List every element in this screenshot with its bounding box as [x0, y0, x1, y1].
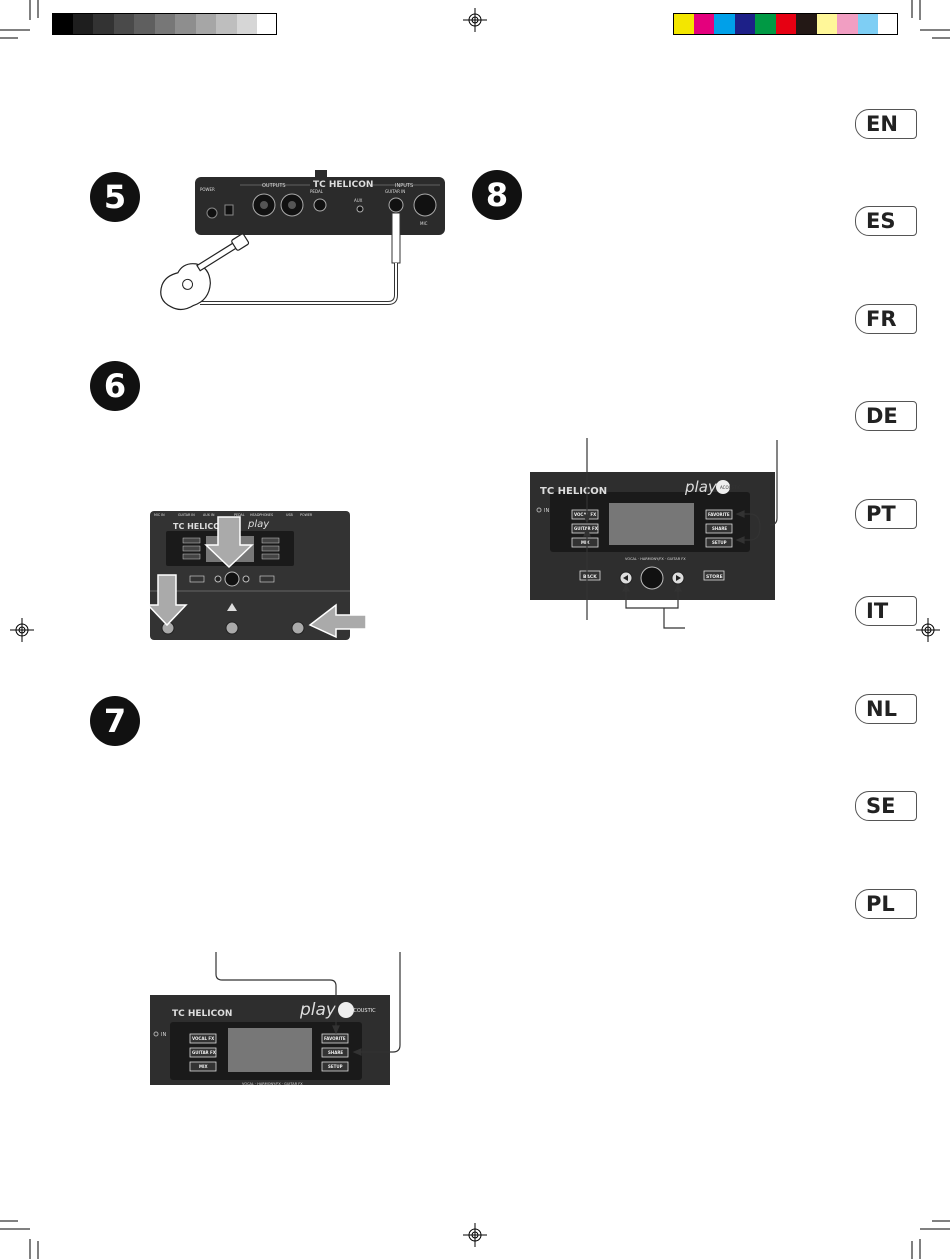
- color-swatch: [134, 13, 155, 35]
- language-label: ES: [866, 209, 896, 233]
- front-panel-illustration-step7: TC HELICON play ACOUSTIC IN VOCAL FX GUI…: [150, 952, 401, 1086]
- setup-button-label: SETUP: [328, 1064, 343, 1069]
- product-badge: ACOUSTIC: [720, 485, 741, 490]
- color-swatch: [673, 13, 694, 35]
- rear-inputs-label: INPUTS: [395, 183, 413, 189]
- color-swatch: [93, 13, 114, 35]
- guitar-fx-button-label: GUITAR FX: [192, 1050, 216, 1055]
- rear-panel-illustration: OUTPUTS INPUTS TC HELICON POWER PEDAL AU…: [160, 170, 445, 311]
- step-7-badge: 7: [90, 696, 140, 746]
- acoustic-guitar-icon: [160, 233, 250, 311]
- color-swatch: [693, 13, 714, 35]
- language-tab-pt[interactable]: PT: [855, 499, 917, 529]
- language-label: SE: [866, 794, 896, 818]
- knob-caption: VOCAL · HARMONY/FX · GUITAR FX: [625, 557, 686, 561]
- store-button-label: STORE: [706, 574, 723, 580]
- knob-caption: VOCAL · HARMONY/FX · GUITAR FX: [242, 1082, 303, 1086]
- language-label: PL: [866, 892, 895, 916]
- top-brand-logo: TC HELICON: [173, 522, 227, 531]
- product-badge: ACOUSTIC: [350, 1008, 376, 1014]
- color-swatch: [755, 13, 776, 35]
- back-button-label: BACK: [583, 574, 597, 580]
- registration-mark-bottom: [463, 1223, 487, 1247]
- language-tab-es[interactable]: ES: [855, 206, 917, 236]
- color-swatch: [837, 13, 858, 35]
- share-button-label: SHARE: [328, 1050, 343, 1055]
- top-jack-label: GUITAR IN: [178, 513, 195, 517]
- language-tab-nl[interactable]: NL: [855, 694, 917, 724]
- color-swatch: [236, 13, 257, 35]
- rear-aux-label: AUX: [354, 198, 363, 203]
- mix-button-label: MIX: [581, 540, 590, 545]
- color-swatch: [257, 13, 278, 35]
- registration-mark-right: [916, 618, 940, 642]
- color-swatch: [714, 13, 735, 35]
- step-5-badge: 5: [90, 172, 140, 222]
- top-view-illustration: MIC IN GUITAR IN AUX IN PEDAL HEADPHONES…: [148, 511, 367, 640]
- language-label: DE: [866, 404, 898, 428]
- arrow-down-icon: [204, 516, 254, 569]
- language-tab-fr[interactable]: FR: [855, 304, 917, 334]
- brand-logo: TC HELICON: [172, 1009, 232, 1019]
- language-label: PT: [866, 502, 896, 526]
- brand-logo: TC HELICON: [540, 486, 607, 497]
- arrow-left-icon: [308, 603, 367, 639]
- language-tab-se[interactable]: SE: [855, 791, 917, 821]
- left-arrow-icon: [623, 575, 628, 581]
- vocal-fx-button-label: VOCAL FX: [192, 1036, 214, 1041]
- top-jack-labels: MIC IN: [154, 513, 165, 517]
- top-jack-label: PEDAL: [234, 513, 245, 517]
- language-label: IT: [866, 599, 889, 623]
- language-label: FR: [866, 307, 897, 331]
- rear-mic-label: MIC: [420, 221, 428, 226]
- step-6-badge: 6: [90, 361, 140, 411]
- top-jack-label: POWER: [300, 513, 313, 517]
- top-jack-label: HEADPHONES: [250, 513, 273, 517]
- color-swatch: [175, 13, 196, 35]
- color-swatch: [72, 13, 93, 35]
- language-tab-de[interactable]: DE: [855, 401, 917, 431]
- setup-button-label: SETUP: [712, 540, 727, 545]
- color-swatch: [775, 13, 796, 35]
- color-swatch: [195, 13, 216, 35]
- color-swatch: [216, 13, 237, 35]
- share-button-label: SHARE: [712, 526, 727, 531]
- favorite-button-label: FAVORITE: [708, 512, 730, 517]
- product-script: play: [299, 1000, 337, 1020]
- registration-mark-left: [10, 618, 34, 642]
- language-tab-en[interactable]: EN: [855, 109, 917, 139]
- color-swatch: [734, 13, 755, 35]
- rear-brand-logo: TC HELICON: [313, 180, 373, 190]
- color-swatch: [878, 13, 899, 35]
- front-panel-illustration-step8: TC HELICON play ACOUSTIC IN VOCAL FX GUI…: [530, 438, 778, 629]
- product-script: play: [684, 478, 718, 496]
- language-label: EN: [866, 112, 898, 136]
- color-swatch: [113, 13, 134, 35]
- color-swatch: [52, 13, 73, 35]
- top-jack-label: AUX IN: [203, 513, 215, 517]
- favorite-button-label: FAVORITE: [324, 1036, 346, 1041]
- color-swatch: [154, 13, 175, 35]
- top-product-script: play: [247, 519, 270, 530]
- rear-outputs-label: OUTPUTS: [262, 183, 286, 189]
- registration-mark-top: [463, 8, 487, 32]
- language-label: NL: [866, 697, 897, 721]
- rear-guitar-in-label: GUITAR IN: [385, 189, 405, 194]
- mix-button-label: MIX: [199, 1064, 208, 1069]
- in-led-label: IN: [544, 508, 549, 514]
- right-arrow-icon: [676, 575, 681, 581]
- rear-power-label: POWER: [200, 187, 215, 192]
- color-swatch: [857, 13, 878, 35]
- arrow-down-icon: [148, 574, 188, 627]
- language-tab-it[interactable]: IT: [855, 596, 917, 626]
- language-tab-pl[interactable]: PL: [855, 889, 917, 919]
- color-swatch: [796, 13, 817, 35]
- color-swatch: [816, 13, 837, 35]
- in-led-label: IN: [161, 1032, 166, 1038]
- step-8-badge: 8: [472, 170, 522, 220]
- rear-pedal-label: PEDAL: [310, 189, 324, 194]
- top-jack-label: USB: [286, 513, 294, 517]
- guitar-fx-button-label: GUITAR FX: [574, 526, 598, 531]
